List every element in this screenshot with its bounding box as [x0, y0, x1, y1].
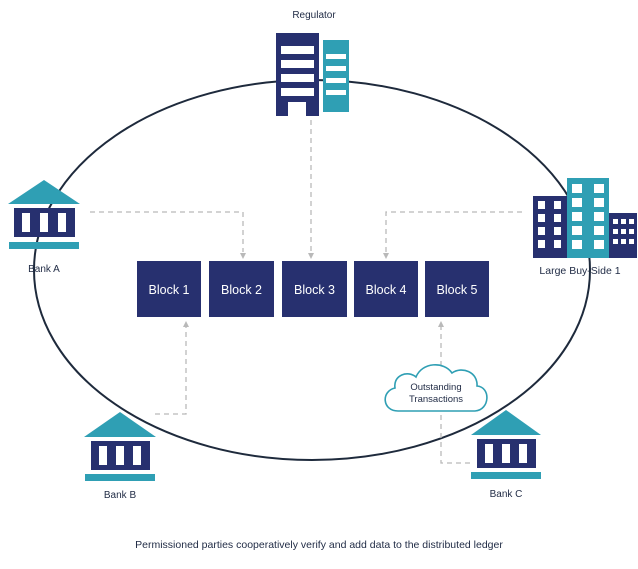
block-3: Block 3 [282, 261, 347, 317]
block-5-label: Block 5 [437, 283, 478, 297]
block-1-label: Block 1 [149, 283, 190, 297]
caption: Permissioned parties cooperatively verif… [135, 539, 503, 551]
outstanding-transactions-node: Outstanding Transactions [384, 364, 488, 412]
bank-b-node: Bank B [84, 412, 156, 501]
buy-side-label: Large Buy-Side 1 [539, 265, 620, 277]
bank-b-label: Bank B [104, 490, 137, 501]
bank-a-node: Bank A [8, 180, 80, 275]
arrow-down-block-4 [383, 253, 389, 259]
regulator-label: Regulator [292, 10, 336, 21]
cloud-icon [384, 364, 488, 412]
cloud-line-2: Transactions [409, 394, 463, 405]
bank-a-label: Bank A [28, 264, 60, 275]
arrow-down-block-3 [308, 253, 314, 259]
arrow-up-block-5 [438, 321, 444, 327]
block-5: Block 5 [425, 261, 489, 317]
cloud-line-1: Outstanding [410, 382, 461, 393]
block-4-label: Block 4 [366, 283, 407, 297]
block-3-label: Block 3 [294, 283, 335, 297]
block-4: Block 4 [354, 261, 418, 317]
arrow-down-block-2 [240, 253, 246, 259]
connector-arrows [183, 253, 444, 327]
arrow-up-block-1 [183, 321, 189, 327]
connector-bank-b-block-1 [155, 327, 187, 415]
blocks-row: Block 1 Block 2 Block 3 Block 4 Block 5 [137, 261, 489, 317]
regulator-building-icon [276, 33, 349, 116]
bank-icon [84, 412, 156, 481]
bank-icon [471, 410, 541, 479]
buy-side-node: Large Buy-Side 1 [533, 178, 637, 277]
bank-icon [8, 180, 80, 249]
block-1: Block 1 [137, 261, 201, 317]
bank-c-node: Bank C [471, 410, 541, 500]
block-2: Block 2 [209, 261, 274, 317]
bank-c-label: Bank C [490, 489, 523, 500]
connector-buy-side-block-4 [385, 211, 522, 252]
connector-bank-a-block-2 [90, 211, 244, 252]
city-buildings-icon [533, 178, 637, 258]
block-2-label: Block 2 [221, 283, 262, 297]
regulator-node: Regulator [276, 10, 349, 116]
